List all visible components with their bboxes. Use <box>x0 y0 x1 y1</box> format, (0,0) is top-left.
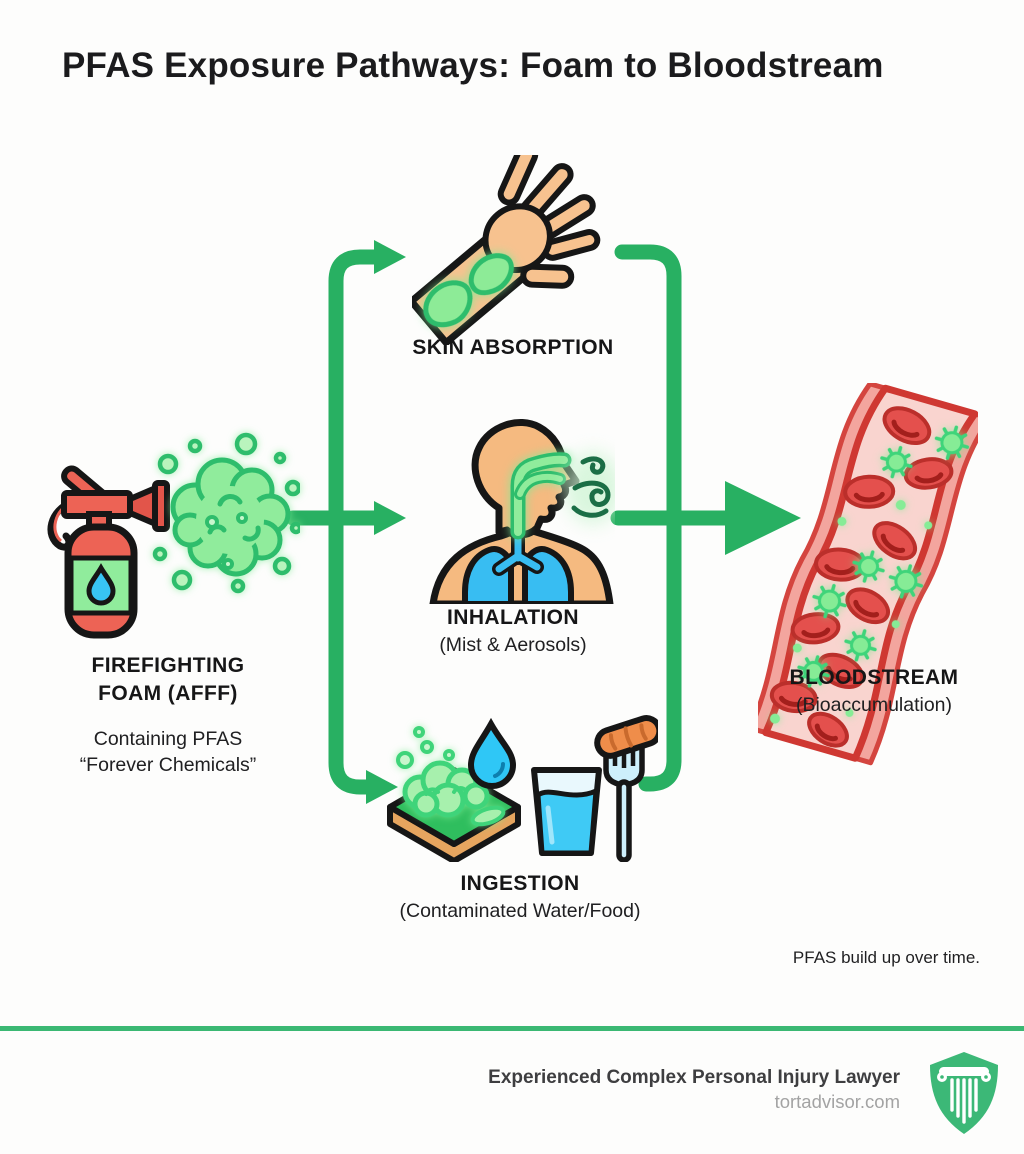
skin-absorption-arm-icon <box>412 155 601 345</box>
shield-column-icon <box>930 1052 998 1134</box>
pfas-particles <box>770 425 970 724</box>
footer-divider <box>0 1026 1024 1031</box>
label-firefighting-foam: FIREFIGHTING FOAM (AFFF) <box>91 654 245 705</box>
column-flutes <box>950 1078 978 1124</box>
thumb <box>520 263 575 289</box>
arrowhead-bloodstream <box>725 481 801 555</box>
page-title: PFAS Exposure Pathways: Foam to Bloodstr… <box>62 46 884 85</box>
finger <box>497 155 539 206</box>
foam-bubbles <box>152 432 300 594</box>
label-inhalation: INHALATION (Mist & Aerosols) <box>439 606 587 656</box>
arrowhead-ingestion <box>366 770 398 804</box>
drop-on-label <box>86 563 116 606</box>
annotation-note: PFAS build up over time. <box>792 948 980 967</box>
arrowhead-inhalation <box>374 501 406 535</box>
sublabel-firefighting-foam: Containing PFAS “Forever Chemicals” <box>79 728 257 776</box>
pfas-skin-patches <box>423 253 514 328</box>
footer-website: tortadvisor.com <box>774 1091 900 1112</box>
footer-tagline: Experienced Complex Personal Injury Lawy… <box>488 1067 900 1088</box>
foam-on-soil <box>396 726 506 827</box>
foam-cloud-icon <box>152 432 300 594</box>
airway-green <box>510 452 572 540</box>
fork <box>603 742 645 862</box>
fire-extinguisher-icon <box>47 465 170 639</box>
ingestion-icons <box>387 715 658 862</box>
breath-swirls <box>571 456 611 518</box>
column <box>937 1067 991 1082</box>
label-bloodstream: BLOODSTREAM (Bioaccumulation) <box>789 666 959 716</box>
sausage <box>594 715 658 759</box>
label-ingestion: INGESTION (Contaminated Water/Food) <box>399 872 641 922</box>
water-glass <box>531 767 602 856</box>
footer-text: Experienced Complex Personal Injury Lawy… <box>300 1066 900 1114</box>
arrowhead-skin <box>374 240 406 274</box>
red-blood-cells <box>769 406 954 748</box>
label-skin-absorption: SKIN ABSORPTION <box>412 336 614 359</box>
inhalation-figure-icon <box>429 419 615 604</box>
water-drop <box>467 717 517 789</box>
blood-vessel-icon <box>758 383 978 766</box>
